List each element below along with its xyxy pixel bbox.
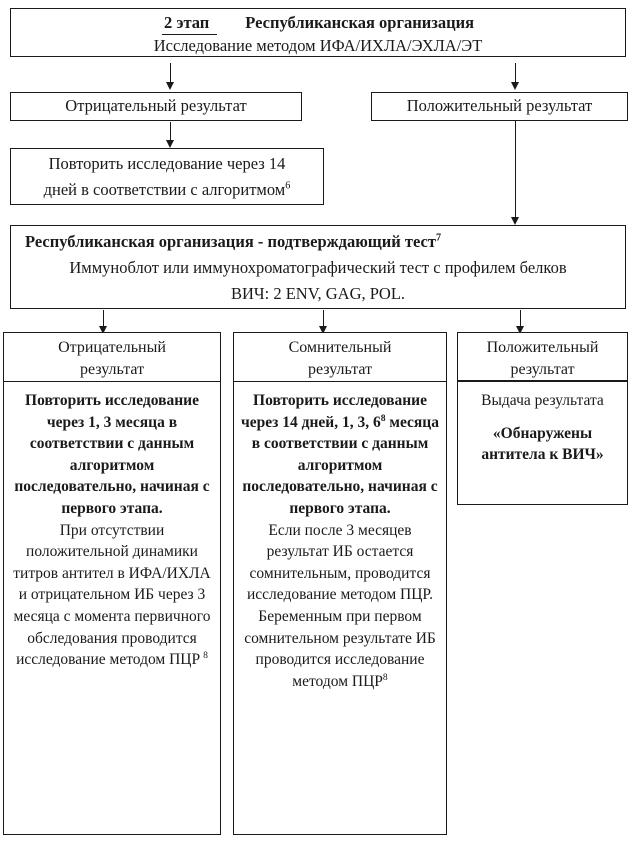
arrow-negative-to-repeat: [165, 122, 174, 148]
col-doubtful-header-line2: результат: [307, 361, 373, 378]
repeat-14days-box: Повторить исследование через 14 дней в с…: [10, 148, 324, 205]
col-negative-text: При отсутствии положительной динамики ти…: [10, 520, 214, 671]
footnote-6: 6: [285, 180, 291, 192]
arrow-stage2-to-negative: [165, 63, 174, 90]
col-doubtful-para2: Беременным при первом сомнительном резул…: [240, 606, 440, 692]
col-positive-box: Положительный результат Выдача результат…: [457, 332, 628, 505]
confirm-test-box: Республиканская организация - подтвержда…: [10, 225, 626, 309]
col-doubtful-header-line1: Сомнительный: [288, 339, 392, 356]
col-positive-header-line1: Положительный: [486, 339, 599, 356]
col-doubtful-bold-post: месяца в соответствии с данным алгоритмо…: [242, 413, 439, 517]
col-doubtful-body: Повторить исследование через 14 дней, 1,…: [234, 382, 446, 700]
col-negative-header-line1: Отрицательный: [58, 339, 166, 356]
arrow-confirm-to-col-positive: [515, 310, 524, 334]
confirm-line2: Иммуноблот или иммунохроматографический …: [69, 258, 567, 277]
connector-positive-to-confirm: [510, 121, 519, 225]
positive-result-box: Положительный результат: [371, 92, 628, 121]
confirm-title: Республиканская организация - подтвержда…: [25, 232, 436, 251]
repeat-14days-text: Повторить исследование через 14 дней в с…: [43, 154, 286, 199]
stage2-method-line: Исследование методом ИФА/ИХЛА/ЭХЛА/ЭТ: [153, 36, 483, 55]
stage2-box: 2 этап Республиканская организация Исслед…: [10, 8, 626, 57]
negative-result-box: Отрицательный результат: [10, 92, 302, 121]
col-positive-header: Положительный результат: [458, 333, 627, 382]
col-positive-header-line2: результат: [510, 361, 575, 378]
arrow-confirm-to-col-negative: [98, 310, 107, 334]
footnote-8-doubtful: 8: [382, 671, 388, 683]
col-negative-header-line2: результат: [79, 361, 145, 378]
stage2-title-line: 2 этап Республиканская организация: [11, 12, 625, 35]
arrow-stage2-to-positive: [510, 63, 519, 90]
col-doubtful-para1: Если после 3 месяцев результат ИБ остает…: [247, 521, 433, 604]
arrow-confirm-to-col-doubtful: [318, 310, 327, 334]
col-negative-text-main: При отсутствии положительной динамики ти…: [13, 521, 211, 669]
confirm-title-line: Республиканская организация - подтвержда…: [11, 229, 625, 255]
col-negative-box: Отрицательный результат Повторить исслед…: [3, 332, 221, 835]
col-negative-bold-text: Повторить исследование через 1, 3 месяца…: [14, 392, 210, 517]
footnote-8-doubtful-bold: 8: [380, 412, 386, 424]
col-doubtful-box: Сомнительный результат Повторить исследо…: [233, 332, 447, 835]
col-doubtful-header: Сомнительный результат: [234, 333, 446, 382]
col-negative-header: Отрицательный результат: [4, 333, 220, 382]
col-doubtful-bold-text: Повторить исследование через 14 дней, 1,…: [240, 390, 440, 520]
stage2-label: 2 этап: [161, 12, 218, 35]
col-positive-bold-text: «Обнаружены антитела к ВИЧ»: [481, 424, 604, 464]
col-negative-body: Повторить исследование через 1, 3 месяца…: [4, 382, 220, 679]
footnote-7: 7: [435, 232, 442, 244]
col-positive-issue-line: Выдача результата: [481, 392, 604, 409]
confirm-line3: ВИЧ: 2 ENV, GAG, POL.: [230, 284, 406, 303]
col-positive-body: Выдача результата «Обнаружены антитела к…: [458, 382, 627, 474]
footnote-8-negative: 8: [203, 649, 208, 661]
stage2-org-label: Республиканская организация: [245, 13, 475, 32]
col-doubtful-bold-pre: Повторить исследование через 14 дней, 1,…: [241, 392, 427, 431]
col-doubtful-para2-main: Беременным при первом сомнительном резул…: [244, 607, 436, 690]
